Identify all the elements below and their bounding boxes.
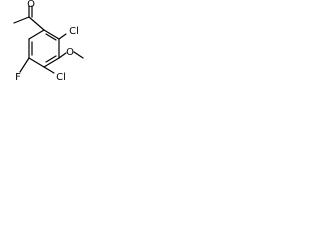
bond-ring-to-cl-bottom [43, 66, 55, 74]
bond-methoxy-o-to-methyl [73, 51, 84, 59]
fluoro-label: F [15, 72, 21, 83]
chloro-top-label: Cl [69, 26, 79, 37]
ring-bond-4 [28, 57, 45, 68]
ring-double-inner-2 [45, 55, 57, 63]
methoxy-oxygen-label: O [66, 47, 74, 58]
carbonyl-oxygen-label: O [27, 0, 35, 10]
bond-ring-to-cl-top [58, 33, 67, 40]
bond-carbonyl-to-ring [28, 16, 45, 31]
ring-bond-6 [28, 29, 45, 40]
ring-double-inner-1 [45, 33, 57, 41]
ring-bond-1 [43, 29, 60, 40]
bond-methyl-to-carbonyl [13, 16, 30, 24]
chemical-structure-diagram: O Cl O Cl F [13, 0, 84, 83]
bond-ring-to-o-methoxy [58, 52, 67, 59]
bond-ring-to-f [19, 57, 30, 73]
chloro-bottom-label: Cl [56, 72, 66, 83]
ring-bond-3 [43, 57, 60, 68]
